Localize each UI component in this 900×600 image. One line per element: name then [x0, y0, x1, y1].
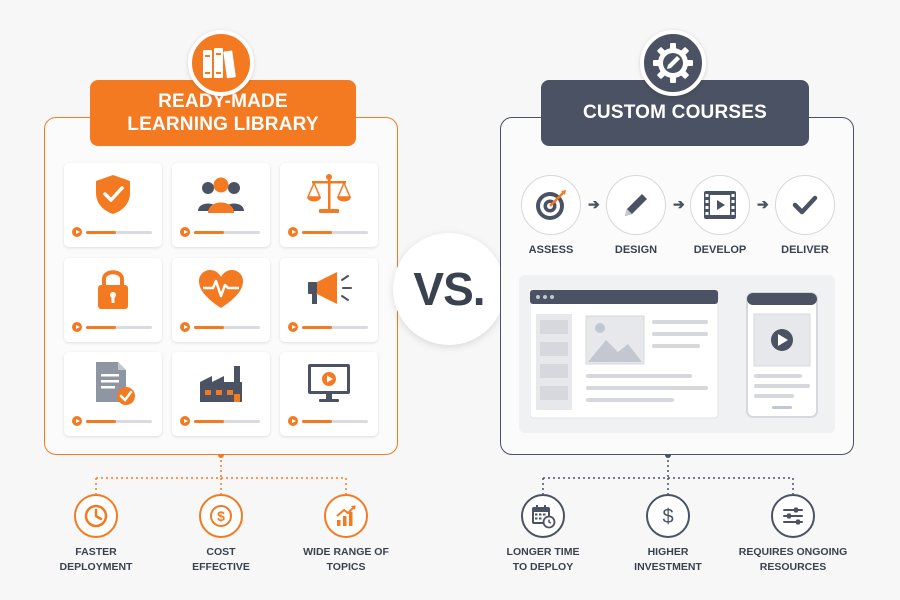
play-icon[interactable] [72, 416, 82, 426]
step-label-assess: ASSESS [528, 244, 574, 256]
play-icon[interactable] [72, 227, 82, 237]
dollar-icon: $ [210, 505, 232, 527]
drawback-label-3: REQUIRES ONGOING RESOURCES [738, 546, 848, 573]
pencil-icon [625, 194, 647, 216]
checkmark-icon [792, 195, 818, 215]
step-assess[interactable] [521, 175, 581, 235]
progress-bar [302, 420, 368, 423]
arrow-right-icon: ➔ [757, 196, 769, 212]
step-design[interactable] [606, 175, 666, 235]
play-icon[interactable] [288, 322, 298, 332]
play-icon[interactable] [288, 416, 298, 426]
dollar-icon: $ [662, 506, 673, 528]
step-label-develop: DEVELOP [693, 244, 747, 256]
benefit-label-3: WIDE RANGE OF TOPICS [303, 546, 389, 573]
library-tile-video[interactable] [280, 352, 378, 436]
growth-chart-icon [336, 505, 356, 526]
svg-text:$: $ [662, 506, 673, 528]
library-tile-heart[interactable] [172, 258, 270, 342]
film-play-icon [704, 191, 736, 219]
factory-icon [200, 366, 242, 402]
progress-bar [302, 231, 368, 234]
benefit-label-1: FASTER DEPLOYMENT [59, 546, 133, 573]
lock-icon [98, 270, 128, 309]
play-icon[interactable] [288, 227, 298, 237]
library-tile-team[interactable] [172, 163, 270, 247]
library-tile-document[interactable] [64, 352, 162, 436]
benefit-wide-range [324, 494, 368, 538]
play-icon[interactable] [72, 322, 82, 332]
vs-badge: VS. [393, 233, 505, 345]
target-icon [536, 190, 566, 220]
library-header-line1: READY-MADE [158, 91, 288, 112]
mobile-mockup [746, 292, 818, 418]
progress-bar [86, 326, 152, 329]
step-label-design: DESIGN [614, 244, 658, 256]
step-deliver[interactable] [775, 175, 835, 235]
drawback-higher-investment: $ [646, 494, 690, 538]
library-tile-shield[interactable] [64, 163, 162, 247]
benefit-label-2: COST EFFECTIVE [192, 546, 250, 573]
calendar-clock-icon [532, 505, 556, 529]
svg-text:$: $ [217, 508, 225, 524]
step-label-deliver: DELIVER [781, 244, 829, 256]
custom-header: CUSTOM COURSES [541, 80, 809, 146]
library-header-line2: LEARNING LIBRARY [127, 114, 319, 135]
library-tile-megaphone[interactable] [280, 258, 378, 342]
drawback-longer-time [521, 494, 565, 538]
heartbeat-icon [199, 270, 243, 308]
progress-bar [194, 420, 260, 423]
step-develop[interactable] [690, 175, 750, 235]
desktop-mockup [530, 290, 719, 419]
play-icon[interactable] [180, 416, 190, 426]
progress-bar [194, 326, 260, 329]
drawback-label-2: HIGHER INVESTMENT [634, 546, 702, 573]
team-icon [198, 177, 244, 213]
library-tile-factory[interactable] [172, 352, 270, 436]
drawback-label-1: LONGER TIME TO DEPLOY [506, 546, 580, 573]
video-monitor-icon [308, 364, 350, 402]
progress-bar [86, 420, 152, 423]
scales-icon [306, 174, 352, 213]
document-check-icon [96, 362, 135, 405]
library-tile-lock[interactable] [64, 258, 162, 342]
clock-icon [84, 504, 108, 528]
books-icon [188, 30, 254, 96]
library-tile-scales[interactable] [280, 163, 378, 247]
play-icon[interactable] [180, 227, 190, 237]
progress-bar [86, 231, 152, 234]
arrow-right-icon: ➔ [588, 196, 600, 212]
progress-bar [194, 231, 260, 234]
sliders-icon [783, 507, 803, 525]
megaphone-icon [308, 272, 352, 304]
drawback-ongoing-resources [771, 494, 815, 538]
gear-pencil-icon [640, 30, 706, 96]
library-header: READY-MADE LEARNING LIBRARY [90, 80, 356, 146]
benefit-faster-deployment [74, 494, 118, 538]
shield-check-icon [96, 175, 130, 214]
play-icon[interactable] [180, 322, 190, 332]
arrow-right-icon: ➔ [673, 196, 685, 212]
progress-bar [302, 326, 368, 329]
benefit-cost-effective: $ [199, 494, 243, 538]
